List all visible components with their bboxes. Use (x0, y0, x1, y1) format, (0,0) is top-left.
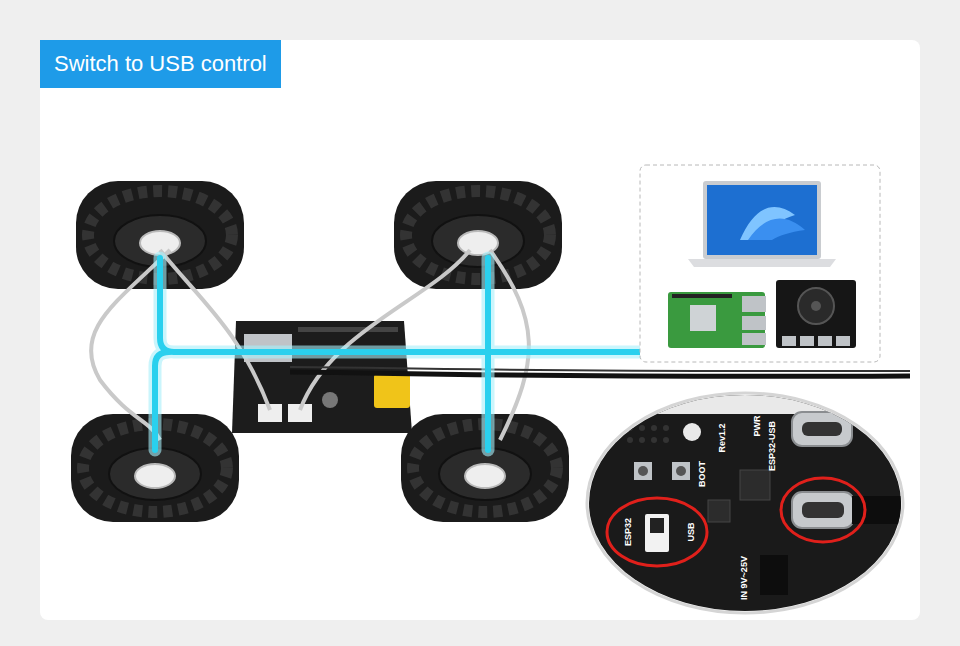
board-closeup (585, 390, 912, 620)
raspberry-pi (668, 292, 766, 348)
xt60-connector (374, 374, 410, 408)
highlight-ring (781, 478, 865, 542)
silkscreen-label: IN 9V~25V (740, 556, 749, 600)
host-panel (640, 165, 880, 362)
inductor (322, 392, 338, 408)
silkscreen-label: ESP32 (624, 518, 633, 546)
pin-header (298, 327, 398, 332)
title-banner: Switch to USB control (40, 40, 281, 88)
usb-cable (290, 367, 910, 371)
silkscreen-label: PWR (753, 416, 762, 437)
laptop (688, 181, 836, 267)
jetson-board (776, 280, 856, 348)
silkscreen-label: Rev1.2 (718, 423, 727, 452)
usb-cable (290, 372, 910, 376)
signal-paths (155, 258, 640, 450)
highlight-ring (607, 498, 707, 566)
title: Switch to USB control (54, 51, 267, 77)
driver-board (232, 321, 412, 433)
card (40, 40, 920, 620)
silkscreen-label: ESP32-USB (768, 421, 777, 471)
wheel (394, 181, 562, 289)
silkscreen-label: BOOT (698, 461, 707, 487)
silkscreen-label: USB (687, 522, 696, 541)
